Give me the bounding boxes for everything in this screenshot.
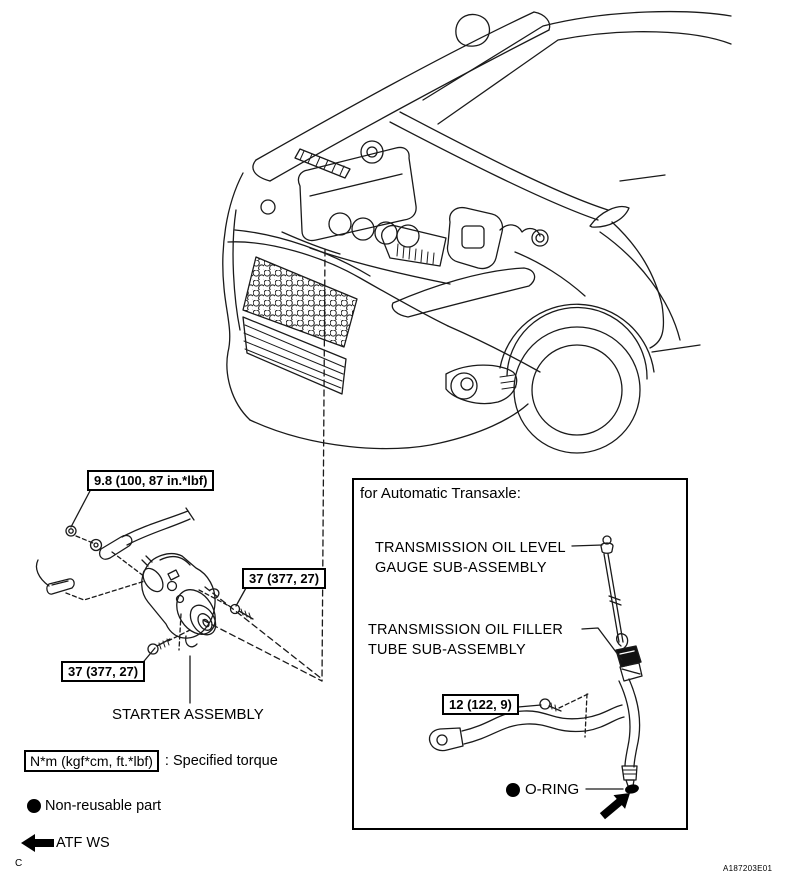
legend-atf: ATF WS	[56, 835, 110, 851]
filler-label: TRANSMISSION OIL FILLER TUBE SUB-ASSEMBL…	[368, 620, 563, 660]
non-reusable-bullet-icon	[27, 799, 41, 813]
oring-part	[625, 784, 639, 794]
headlight	[391, 267, 536, 318]
assembly-dashes	[65, 535, 232, 651]
filler-label-line2: TUBE SUB-ASSEMBLY	[368, 642, 526, 658]
starter-drawing	[35, 488, 254, 704]
torque-label-bolt-right: 37 (377, 27)	[242, 568, 327, 589]
transaxle-inset-drawing	[428, 535, 643, 820]
oil-level-gauge	[600, 535, 624, 643]
legend-torque: N*m (kgf*cm, ft.*lbf) : Specified torque	[24, 750, 278, 772]
starter-body	[141, 553, 220, 648]
corner-marker: C	[15, 858, 23, 869]
figure-code: A187203E01	[723, 864, 773, 873]
torque-meaning: : Specified torque	[164, 753, 278, 769]
torque-label-tube-bolt: 12 (122, 9)	[442, 694, 519, 715]
inset-title: for Automatic Transaxle:	[360, 485, 521, 502]
car-line-art	[222, 10, 732, 454]
oring-label: O-RING	[525, 781, 580, 798]
tube-bracket	[428, 704, 625, 752]
mount-bolt-left	[147, 638, 171, 655]
upper-grille	[242, 256, 358, 348]
tube-bolt	[539, 698, 562, 712]
inset-dashes	[558, 693, 589, 738]
fog-light	[445, 364, 518, 405]
gauge-label-line2: GAUGE SUB-ASSEMBLY	[375, 560, 547, 576]
automatic-transaxle-inset-box	[352, 478, 688, 830]
torque-label-bolt-left: 37 (377, 27)	[61, 661, 146, 682]
atf-arrow-icon	[21, 834, 54, 852]
torque-label-cable-nut: 9.8 (100, 87 in.*lbf)	[87, 470, 215, 491]
connector-plug	[35, 559, 75, 595]
starter-assembly-label: STARTER ASSEMBLY	[112, 706, 264, 723]
location-pointer-dashes	[202, 249, 326, 682]
filler-label-line1: TRANSMISSION OIL FILLER	[368, 622, 564, 638]
oring-bullet-icon	[506, 783, 520, 797]
lower-grille	[242, 316, 347, 395]
hood-prop-bar	[294, 148, 351, 179]
inset-leader-lines	[517, 544, 624, 790]
filler-tube	[615, 633, 643, 787]
legend-icons	[21, 783, 520, 852]
legend-non-reusable: Non-reusable part	[45, 798, 162, 814]
front-wheel	[499, 303, 655, 454]
gauge-label-line1: TRANSMISSION OIL LEVEL	[375, 540, 566, 556]
cable-ring-terminal	[89, 507, 195, 560]
side-mirror	[455, 13, 491, 47]
gauge-label: TRANSMISSION OIL LEVEL GAUGE SUB-ASSEMBL…	[375, 538, 566, 578]
engine-bay	[260, 140, 586, 297]
mount-bolt-right	[229, 603, 254, 620]
torque-symbol-box: N*m (kgf*cm, ft.*lbf)	[24, 750, 159, 772]
oring-pointer-arrow-icon	[599, 793, 630, 820]
leader-lines	[70, 488, 247, 704]
